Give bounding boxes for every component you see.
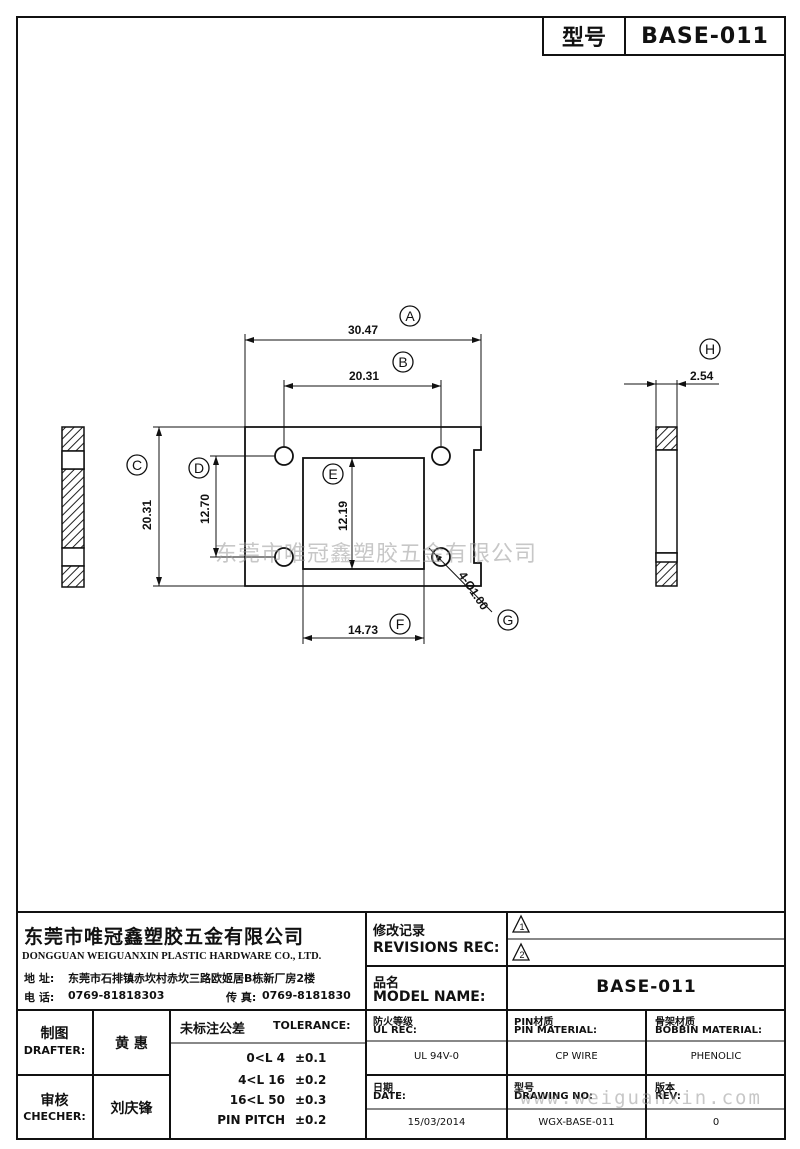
ul-rec-value: UL 94V-0 — [413, 1051, 460, 1062]
pin-hole-bottom-right — [431, 547, 451, 567]
right-section-view — [655, 426, 678, 587]
fax-value: 0769-8181830 — [262, 989, 351, 1002]
watermark-company: 东莞市唯冠鑫塑胶五金有限公司 — [215, 542, 538, 567]
checker-label-cn: 审核 — [40, 1093, 69, 1109]
checker-name: 刘庆锋 — [110, 1101, 153, 1117]
model-label-en: MODEL NAME: — [373, 989, 486, 1005]
tolerance-label-cn: 未标注公差 — [180, 1022, 246, 1037]
bobbin-material-label-cn: 骨架材质 — [655, 1017, 695, 1028]
callout-a: A — [405, 308, 415, 324]
tolerance-row-value: ±0.2 — [295, 1073, 327, 1087]
checker-label-en: CHECHER: — [23, 1110, 86, 1123]
callout-e: E — [328, 466, 337, 482]
left-section-hatch-mid — [61, 468, 85, 549]
model-name-value: BASE-011 — [596, 977, 697, 997]
revision-2-triangle — [511, 942, 531, 961]
rev-label-cn: 版本 — [655, 1083, 675, 1094]
dim-a-value: 30.47 — [348, 323, 378, 337]
title-block-grid — [16, 911, 786, 1140]
dim-c-value: 20.31 — [140, 500, 154, 530]
tolerance-row-range: 0<L 4 — [246, 1051, 285, 1065]
phone-value: 0769-81818303 — [68, 989, 165, 1002]
model-title-box: 型号 BASE-011 — [542, 16, 786, 56]
tolerance-row-value: ±0.1 — [295, 1051, 327, 1065]
rev-value: 0 — [712, 1117, 720, 1128]
dim-f-value: 14.73 — [348, 623, 378, 637]
callout-b: B — [398, 354, 407, 370]
left-section-gap — [61, 547, 85, 567]
dimension-lines — [153, 334, 719, 644]
drafter-name: 黄 惠 — [115, 1036, 148, 1052]
drawing-no-label-cn: 型号 — [514, 1083, 534, 1094]
center-window — [302, 457, 425, 570]
date-label-cn: 日期 — [373, 1083, 393, 1094]
callout-h: H — [705, 341, 715, 357]
watermark-url: www.weiguanxin.com — [520, 1087, 762, 1109]
bobbin-material-value: PHENOLIC — [690, 1051, 742, 1062]
address-label: 地 址: — [24, 972, 55, 985]
revisions-label-en: REVISIONS REC: — [373, 940, 500, 956]
pin-material-label-cn: PIN材质 — [514, 1017, 554, 1028]
drawing-no-value: WGX-BASE-011 — [538, 1117, 615, 1128]
tolerance-row-range: 4<L 16 — [238, 1073, 285, 1087]
revisions-label-cn: 修改记录 — [373, 924, 426, 939]
phone-label: 电 话: — [24, 991, 55, 1004]
tolerance-row-range: 16<L 50 — [229, 1093, 285, 1107]
dimension-arrows — [156, 337, 686, 641]
left-section-hatch-bottom — [61, 565, 85, 588]
pin-hole-top-right — [431, 446, 451, 466]
tolerance-row-value: ±0.3 — [295, 1093, 327, 1107]
date-value: 15/03/2014 — [407, 1117, 466, 1128]
plate-outline — [244, 426, 482, 587]
callout-c: C — [132, 457, 142, 473]
revision-1-triangle — [511, 914, 531, 933]
revision-2-number: 2 — [519, 950, 524, 960]
ul-rec-label-cn: 防火等级 — [373, 1017, 413, 1028]
model-label-cn: 品名 — [373, 976, 400, 991]
dim-g-value: 4-Ø1.00 — [456, 569, 492, 613]
callout-d: D — [194, 460, 204, 476]
tolerance-row-range: PIN PITCH — [217, 1113, 285, 1127]
dim-h-value: 2.54 — [690, 369, 714, 383]
dim-b-value: 20.31 — [349, 369, 379, 383]
callout-bubbles — [126, 305, 721, 635]
drafter-label-cn: 制图 — [40, 1026, 69, 1042]
fax-label: 传 真: — [226, 991, 257, 1004]
dim-d-value: 12.70 — [198, 494, 212, 524]
company-name-cn: 东莞市唯冠鑫塑胶五金有限公司 — [24, 926, 305, 948]
drawing-frame — [16, 16, 786, 1140]
left-section-view — [61, 426, 85, 588]
dim-e-value: 12.19 — [336, 501, 350, 531]
address-value: 东莞市石排镇赤坎村赤坎三路欧姬居B栋新厂房2楼 — [68, 972, 316, 985]
revision-1-number: 1 — [519, 922, 524, 932]
pin-material-value: CP WIRE — [555, 1051, 598, 1062]
pin-hole-top-left — [274, 446, 294, 466]
rev-label-en: REV: — [655, 1091, 681, 1102]
drawing-no-label-en: DRAWING NO: — [514, 1091, 593, 1102]
callout-g: G — [503, 612, 514, 628]
ul-rec-label-en: UL REC: — [373, 1025, 417, 1036]
bobbin-material-label-en: BOBBIN MATERIAL: — [655, 1025, 763, 1036]
model-title-key: 型号 — [544, 18, 626, 54]
pin-material-label-en: PIN MATERIAL: — [514, 1025, 597, 1036]
tolerance-row-value: ±0.2 — [295, 1113, 327, 1127]
drafter-label-en: DRAFTER: — [23, 1044, 86, 1057]
tolerance-label-en: TOLERANCE: — [273, 1019, 351, 1032]
company-name-en: DONGGUAN WEIGUANXIN PLASTIC HARDWARE CO.… — [22, 951, 322, 962]
date-label-en: DATE: — [373, 1091, 406, 1102]
model-title-value: BASE-011 — [641, 23, 769, 49]
callout-f: F — [396, 616, 405, 632]
